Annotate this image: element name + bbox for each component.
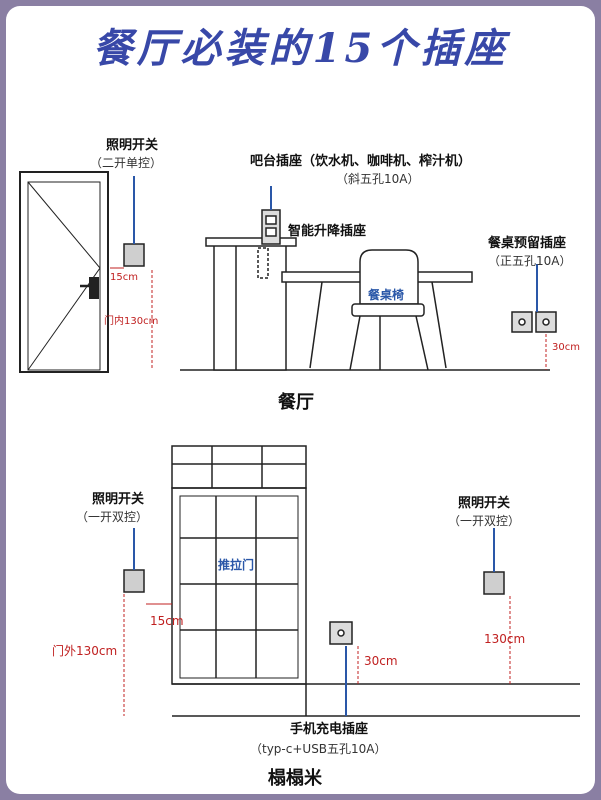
table-socket	[511, 311, 557, 333]
top-cabinet	[171, 445, 307, 489]
switch-left-label: 照明开关	[92, 492, 145, 507]
bar-cabinet	[205, 237, 297, 371]
sliding-door	[171, 487, 307, 685]
frame	[6, 6, 595, 794]
tatami-platform	[172, 683, 580, 717]
dim-130-left: 门外130cm	[52, 644, 118, 658]
dim-30-bottom: 30cm	[364, 654, 398, 668]
page-title: 餐厅必装的15个插座	[92, 25, 509, 72]
dim-30: 30cm	[552, 342, 580, 353]
door	[19, 171, 109, 373]
section-dining: 餐厅	[278, 392, 314, 413]
door-label: 推拉门	[218, 558, 255, 572]
switch-right-sub: （一开双控）	[448, 514, 521, 528]
switch-label: 照明开关	[106, 138, 159, 153]
switch-left-sub: （一开双控）	[76, 510, 149, 524]
dim-15: 15cm	[110, 272, 138, 283]
bar-socket-label: 吧台插座（饮水机、咖啡机、榨汁机）	[250, 154, 472, 169]
dim-130: 门内130cm	[104, 316, 159, 327]
table-socket-label: 餐桌预留插座	[488, 236, 567, 251]
switch-box	[123, 243, 145, 267]
bar-socket-sub: （斜五孔10A）	[336, 172, 420, 186]
dim-15-bottom: 15cm	[150, 614, 184, 628]
chair-label: 餐桌椅	[368, 288, 405, 302]
phone-socket-label: 手机充电插座	[290, 722, 369, 737]
switch-right-label: 照明开关	[458, 496, 511, 511]
dim-130-right: 130cm	[484, 632, 526, 646]
phone-socket	[329, 621, 353, 645]
switch-box-right	[483, 571, 505, 595]
phone-socket-sub: （typ-c+USB五孔10A）	[250, 742, 387, 756]
switch-sub: （二开单控）	[90, 156, 163, 170]
switch-box-left	[123, 569, 145, 593]
section-tatami: 榻榻米	[268, 768, 322, 789]
lift-socket	[261, 209, 281, 245]
lift-socket-label: 智能升降插座	[288, 224, 367, 239]
dining-chair	[349, 249, 429, 371]
table-socket-sub: （正五孔10A）	[488, 254, 572, 268]
